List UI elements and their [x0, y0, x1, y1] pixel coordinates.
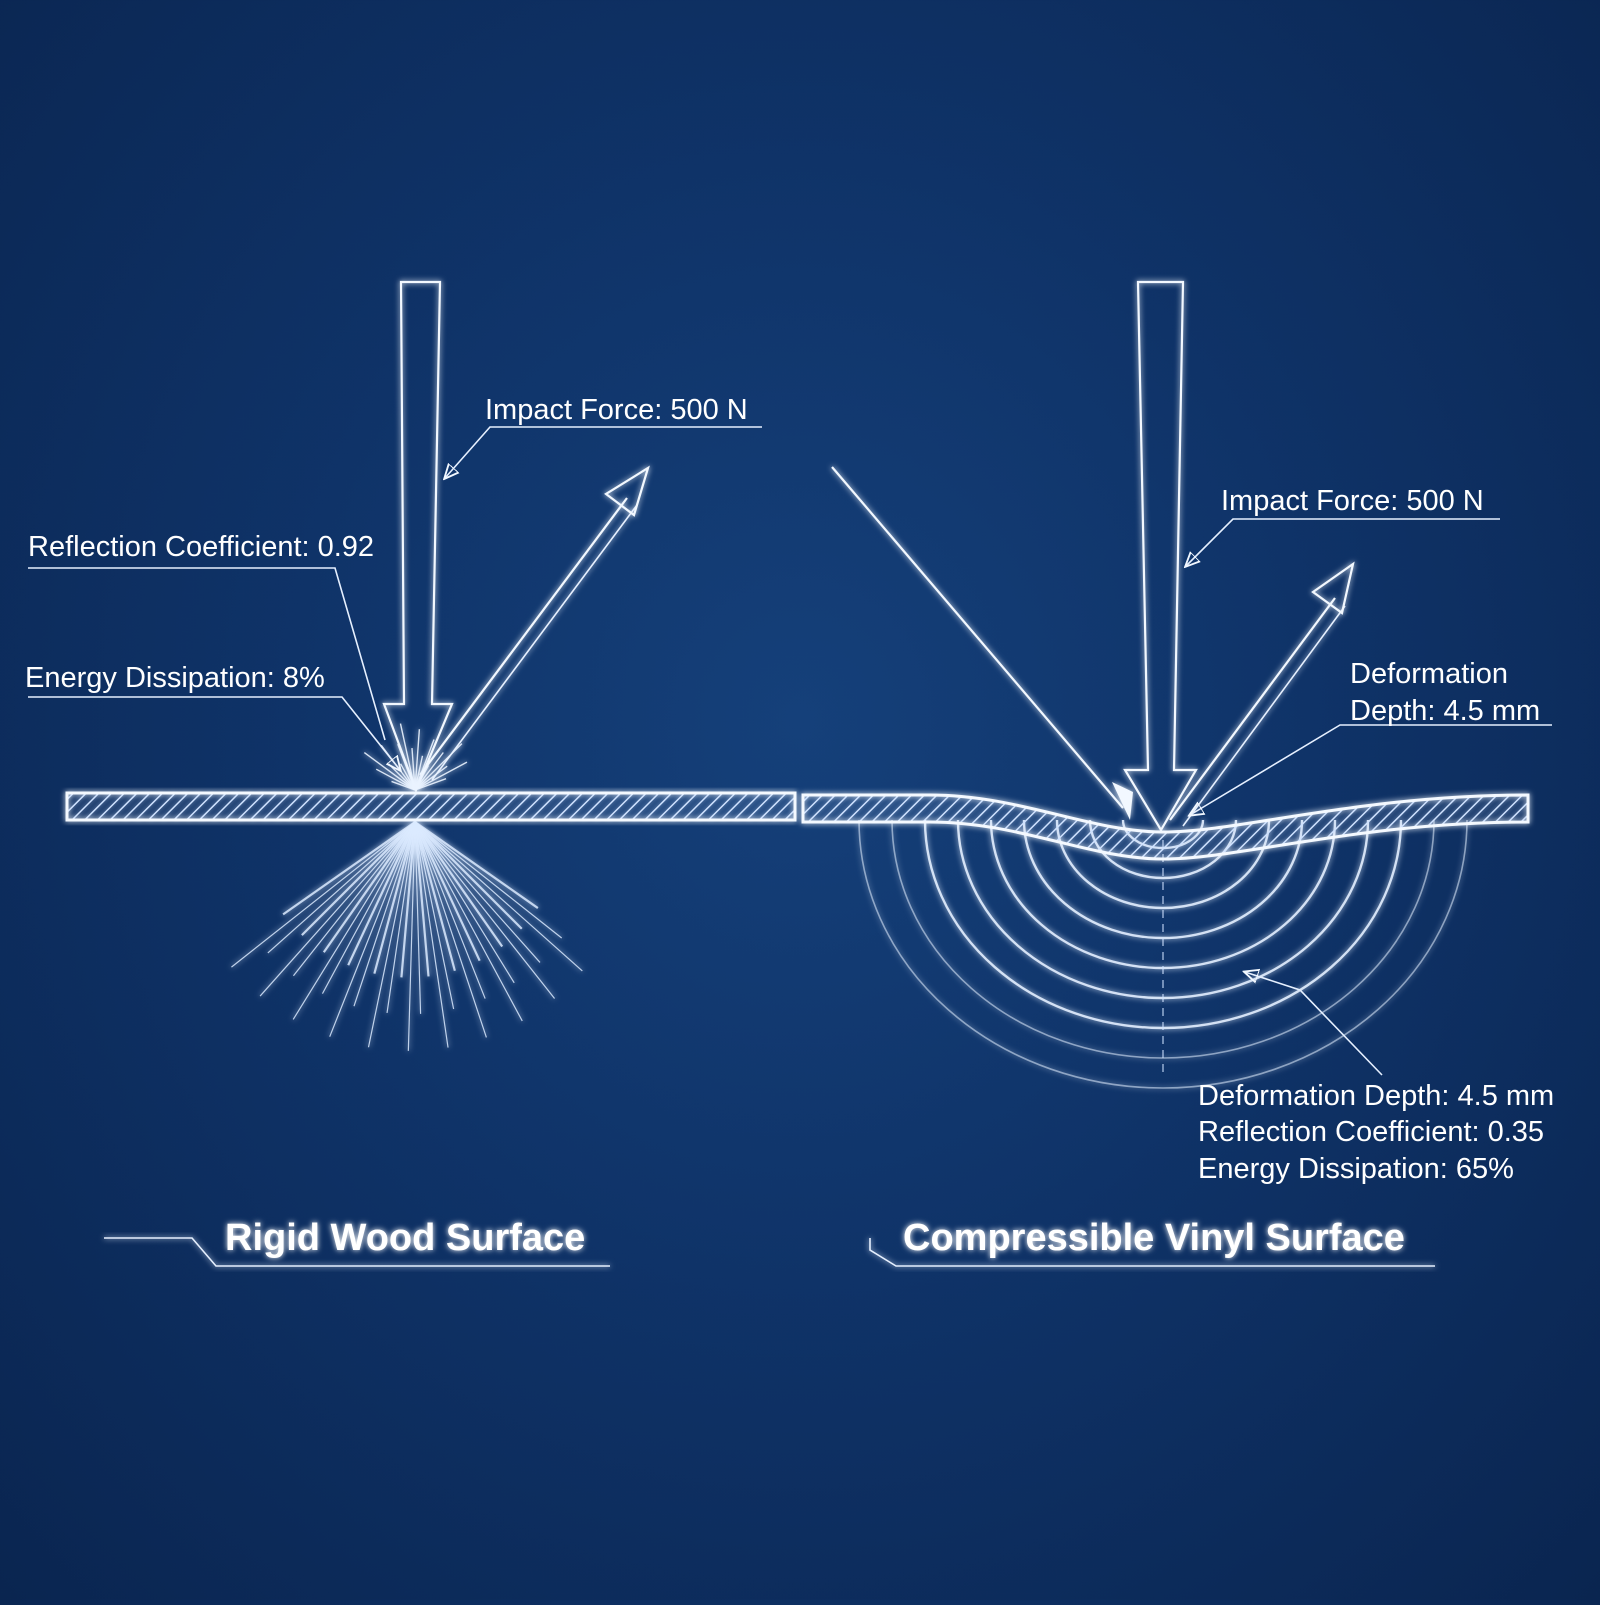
- wood-reflection-label: Reflection Coefficient: 0.92: [28, 531, 374, 563]
- vinyl-impact-arrow: [1123, 280, 1198, 833]
- impact-spark: [375, 768, 416, 791]
- stress-ray: [292, 821, 416, 977]
- stress-ray: [407, 821, 416, 1051]
- stress-ray: [329, 821, 416, 1037]
- stress-ray: [414, 821, 486, 999]
- stress-ray: [414, 821, 504, 948]
- vinyl-stat-deformation: Deformation Depth: 4.5 mm: [1198, 1080, 1554, 1112]
- impact-spark: [397, 743, 416, 791]
- wood-slab: [65, 791, 797, 822]
- stress-ray: [282, 821, 416, 916]
- energy-wave: [1055, 819, 1271, 910]
- impact-spark: [414, 761, 468, 791]
- impact-spark: [411, 748, 416, 791]
- vinyl-leaders: [870, 518, 1552, 1267]
- vinyl-deformation-label-1: Deformation: [1350, 658, 1508, 690]
- stress-ray: [413, 821, 430, 977]
- stress-ray: [321, 821, 416, 994]
- stress-ray: [292, 821, 416, 1020]
- wood-leaders: [28, 426, 762, 1267]
- vinyl-title: Compressible Vinyl Surface: [903, 1217, 1405, 1259]
- vinyl-reflection-arrow: [1169, 561, 1355, 827]
- stress-ray: [414, 821, 563, 939]
- wood-reflection-arrow: [419, 465, 650, 781]
- vinyl-slab: [801, 793, 1530, 861]
- stress-ray: [267, 821, 416, 954]
- vinyl-impact-force-label: Impact Force: 500 N: [1221, 485, 1484, 517]
- impact-spark: [399, 723, 416, 791]
- stress-ray: [414, 821, 515, 984]
- wood-dissipation-label: Energy Dissipation: 8%: [25, 662, 325, 694]
- impact-spark: [414, 752, 444, 791]
- energy-wave: [858, 819, 1468, 1089]
- stress-ray: [414, 821, 481, 962]
- stress-ray: [414, 821, 541, 963]
- wood-impact-arrow: [382, 280, 454, 793]
- stress-ray: [414, 821, 523, 930]
- stress-ray: [414, 821, 523, 1022]
- vinyl-stat-dissipation: Energy Dissipation: 65%: [1198, 1153, 1514, 1185]
- energy-wave: [1022, 819, 1304, 940]
- impact-spark: [414, 755, 424, 791]
- vinyl-panel: Impact Force: 500 N Deformation Depth: 4…: [801, 280, 1554, 1267]
- stress-ray: [322, 821, 416, 953]
- stress-ray: [414, 821, 422, 1014]
- stress-ray: [414, 821, 449, 1048]
- stress-ray: [414, 821, 583, 972]
- vinyl-deformation-label-2: Depth: 4.5 mm: [1350, 695, 1540, 727]
- impact-spark: [414, 778, 447, 791]
- impact-spark: [414, 743, 463, 791]
- wood-impact-force-label: Impact Force: 500 N: [485, 394, 748, 426]
- stress-ray: [259, 821, 416, 997]
- stress-ray: [231, 821, 416, 968]
- stress-ray: [414, 821, 487, 1038]
- stress-ray: [413, 821, 456, 972]
- impact-spark: [399, 763, 416, 791]
- wood-stress-rays: [231, 821, 583, 1051]
- stress-ray: [400, 821, 417, 978]
- impact-spark: [414, 729, 421, 791]
- stress-ray: [301, 821, 416, 936]
- impact-spark: [414, 765, 448, 791]
- stress-ray: [414, 821, 455, 1010]
- wood-panel: Impact Force: 500 N Reflection Coefficie…: [25, 280, 797, 1267]
- wood-title: Rigid Wood Surface: [225, 1217, 585, 1259]
- stress-ray: [367, 821, 416, 1048]
- stress-ray: [353, 821, 416, 1007]
- vinyl-incoming-streak: [831, 466, 1133, 820]
- stress-ray: [386, 821, 416, 1014]
- impact-spark: [414, 739, 435, 791]
- stress-ray: [347, 821, 416, 966]
- stress-ray: [414, 821, 539, 909]
- stress-ray: [414, 821, 556, 999]
- vinyl-stat-reflection: Reflection Coefficient: 0.35: [1198, 1116, 1544, 1148]
- stress-ray: [373, 821, 417, 974]
